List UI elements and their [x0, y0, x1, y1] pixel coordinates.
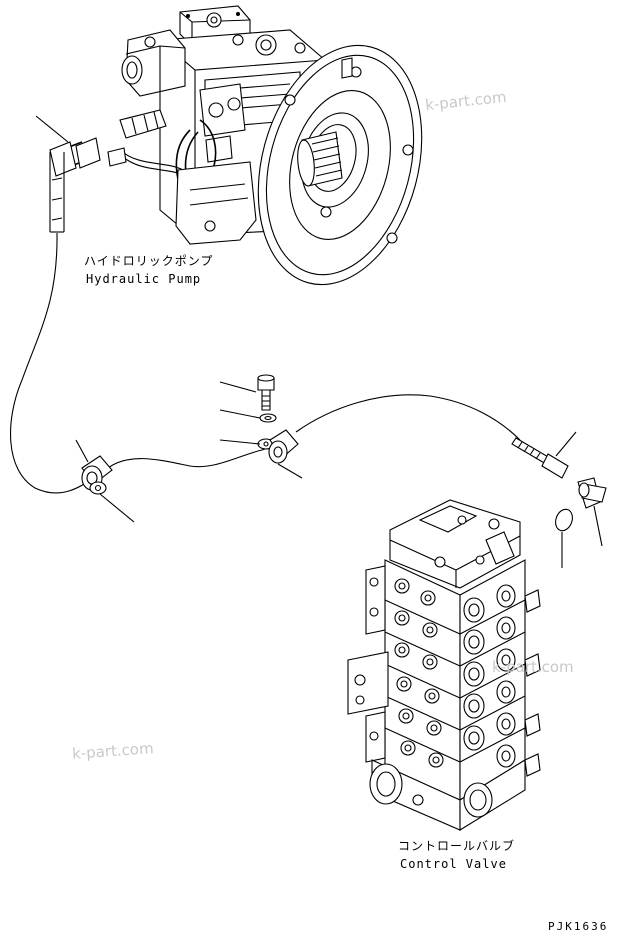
pump-label-en: Hydraulic Pump: [86, 272, 202, 286]
pump-label-jp: ハイドロリックポンプ: [84, 254, 214, 268]
valve-label-jp: コントロールバルブ: [398, 839, 516, 853]
control-valve: [347, 499, 541, 831]
valve-label-en: Control Valve: [400, 857, 507, 871]
hydraulic-pump: [107, 5, 423, 286]
drawing-code: PJK1636: [548, 920, 609, 933]
valve-hose-fitting: [511, 431, 607, 568]
watermark: k-part.com: [492, 658, 574, 676]
clamp-left: [75, 439, 135, 523]
pump-hose-fitting: [35, 109, 167, 233]
clamp-hardware: [219, 374, 303, 479]
